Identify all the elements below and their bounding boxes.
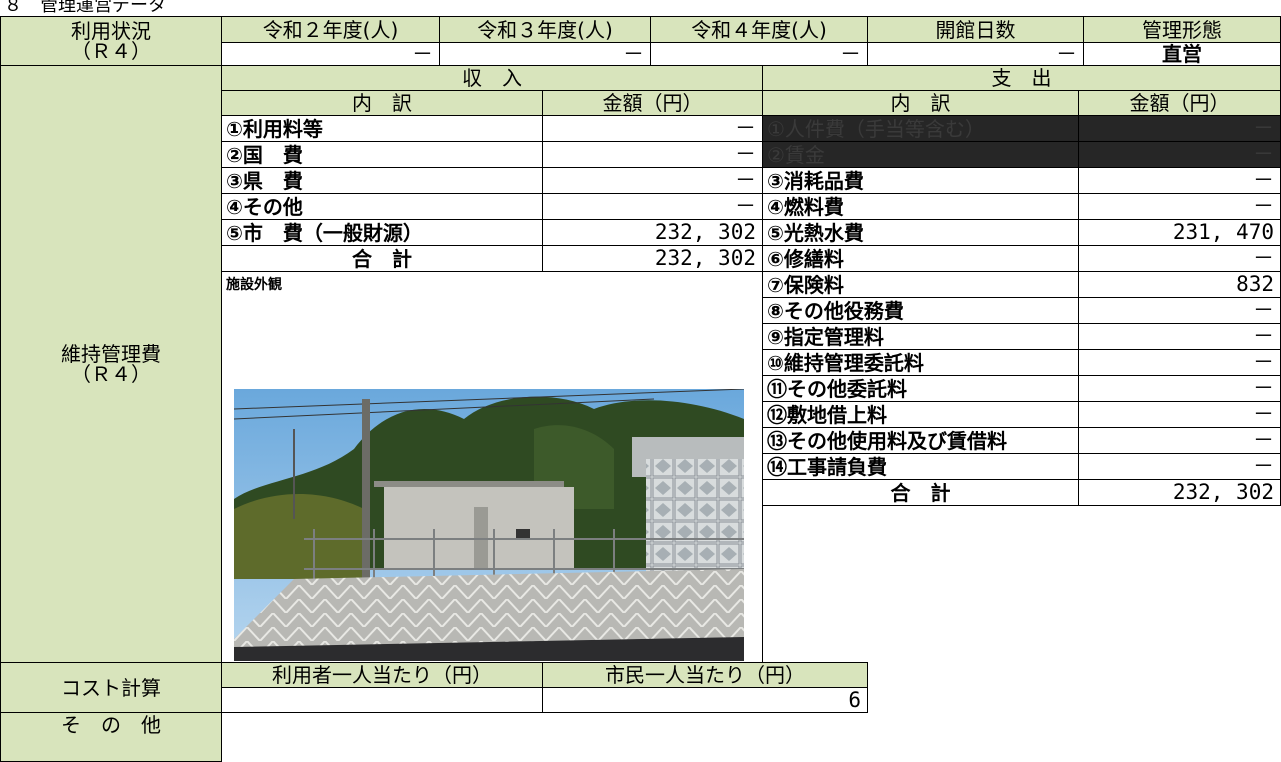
- expense-col-item: 内 訳: [762, 90, 1079, 116]
- usage-value-r3: －: [439, 42, 651, 66]
- expense-amount: －: [1078, 297, 1281, 324]
- income-amount: －: [542, 167, 763, 194]
- expense-item: ④燃料費: [762, 193, 1079, 220]
- income-amount: －: [542, 115, 763, 142]
- cost-per-citizen-value: 6: [542, 687, 868, 713]
- usage-header-r3: 令和３年度(人): [439, 16, 651, 43]
- expense-item: ①人件費（手当等含む）: [762, 115, 1079, 142]
- usage-header-r2: 令和２年度(人): [221, 16, 440, 43]
- income-col-amount: 金額（円）: [542, 90, 763, 116]
- other-label: そ の 他: [0, 712, 222, 762]
- expense-title: 支 出: [762, 65, 1281, 91]
- usage-header-management: 管理形態: [1083, 16, 1281, 43]
- expense-total: 232, 302: [1078, 479, 1281, 506]
- cost-label: コスト計算: [0, 662, 222, 713]
- photo-cell: 施設外観: [221, 271, 763, 663]
- expense-amount: －: [1078, 349, 1281, 376]
- expense-amount: －: [1078, 401, 1281, 428]
- income-total-label: 合 計: [221, 245, 543, 272]
- income-amount: －: [542, 193, 763, 220]
- usage-label: 利用状況 （Ｒ４）: [0, 16, 222, 66]
- expense-amount: －: [1078, 375, 1281, 402]
- maintenance-label-line1: 維持管理費: [61, 342, 161, 366]
- facility-photo: [234, 389, 744, 661]
- expense-item: ⑬その他使用料及び賃借料: [762, 427, 1079, 454]
- expense-item: ⑩維持管理委託料: [762, 349, 1079, 376]
- usage-label-line2: （Ｒ４）: [71, 39, 151, 63]
- cost-per-user-value: [221, 687, 543, 713]
- expense-amount: －: [1078, 323, 1281, 350]
- expense-amount: －: [1078, 245, 1281, 272]
- income-item: ①利用料等: [221, 115, 543, 142]
- expense-amount: －: [1078, 453, 1281, 480]
- expense-item: ②賃金: [762, 141, 1079, 168]
- expense-col-amount: 金額（円）: [1078, 90, 1281, 116]
- income-amount: －: [542, 141, 763, 168]
- expense-item: ⑤光熱水費: [762, 219, 1079, 246]
- cost-per-user-header: 利用者一人当たり（円）: [221, 662, 543, 688]
- income-item: ④その他: [221, 193, 543, 220]
- income-item: ⑤市 費（一般財源）: [221, 219, 543, 246]
- maintenance-label: 維持管理費 （Ｒ４）: [0, 65, 222, 663]
- expense-amount: －: [1078, 167, 1281, 194]
- expense-amount: －: [1078, 141, 1281, 168]
- income-title: 収 入: [221, 65, 763, 91]
- income-item: ③県 費: [221, 167, 543, 194]
- expense-amount: 832: [1078, 271, 1281, 298]
- usage-header-r4: 令和４年度(人): [650, 16, 868, 43]
- income-total: 232, 302: [542, 245, 763, 272]
- section-title: ８ 管理運営データ: [4, 0, 166, 16]
- usage-label-line1: 利用状況: [71, 19, 151, 43]
- expense-amount: －: [1078, 115, 1281, 142]
- expense-item: ⑭工事請負費: [762, 453, 1079, 480]
- cost-per-citizen-header: 市民一人当たり（円）: [542, 662, 868, 688]
- expense-amount: －: [1078, 427, 1281, 454]
- expense-item: ⑧その他役務費: [762, 297, 1079, 324]
- expense-item: ⑫敷地借上料: [762, 401, 1079, 428]
- expense-amount: 231, 470: [1078, 219, 1281, 246]
- income-amount: 232, 302: [542, 219, 763, 246]
- photo-caption: 施設外観: [226, 277, 282, 293]
- expense-total-label: 合 計: [762, 479, 1079, 506]
- usage-value-r4: －: [650, 42, 868, 66]
- expense-item: ⑨指定管理料: [762, 323, 1079, 350]
- usage-value-management: 直営: [1083, 42, 1281, 66]
- expense-item: ⑦保険料: [762, 271, 1079, 298]
- income-item: ②国 費: [221, 141, 543, 168]
- expense-item: ③消耗品費: [762, 167, 1079, 194]
- expense-item: ⑥修繕料: [762, 245, 1079, 272]
- other-content: [221, 712, 233, 762]
- usage-value-r2: －: [221, 42, 440, 66]
- maintenance-label-line2: （Ｒ４）: [71, 362, 151, 386]
- income-col-item: 内 訳: [221, 90, 543, 116]
- expense-amount: －: [1078, 193, 1281, 220]
- usage-header-open-days: 開館日数: [867, 16, 1084, 43]
- usage-value-open-days: －: [867, 42, 1084, 66]
- expense-item: ⑪その他委託料: [762, 375, 1079, 402]
